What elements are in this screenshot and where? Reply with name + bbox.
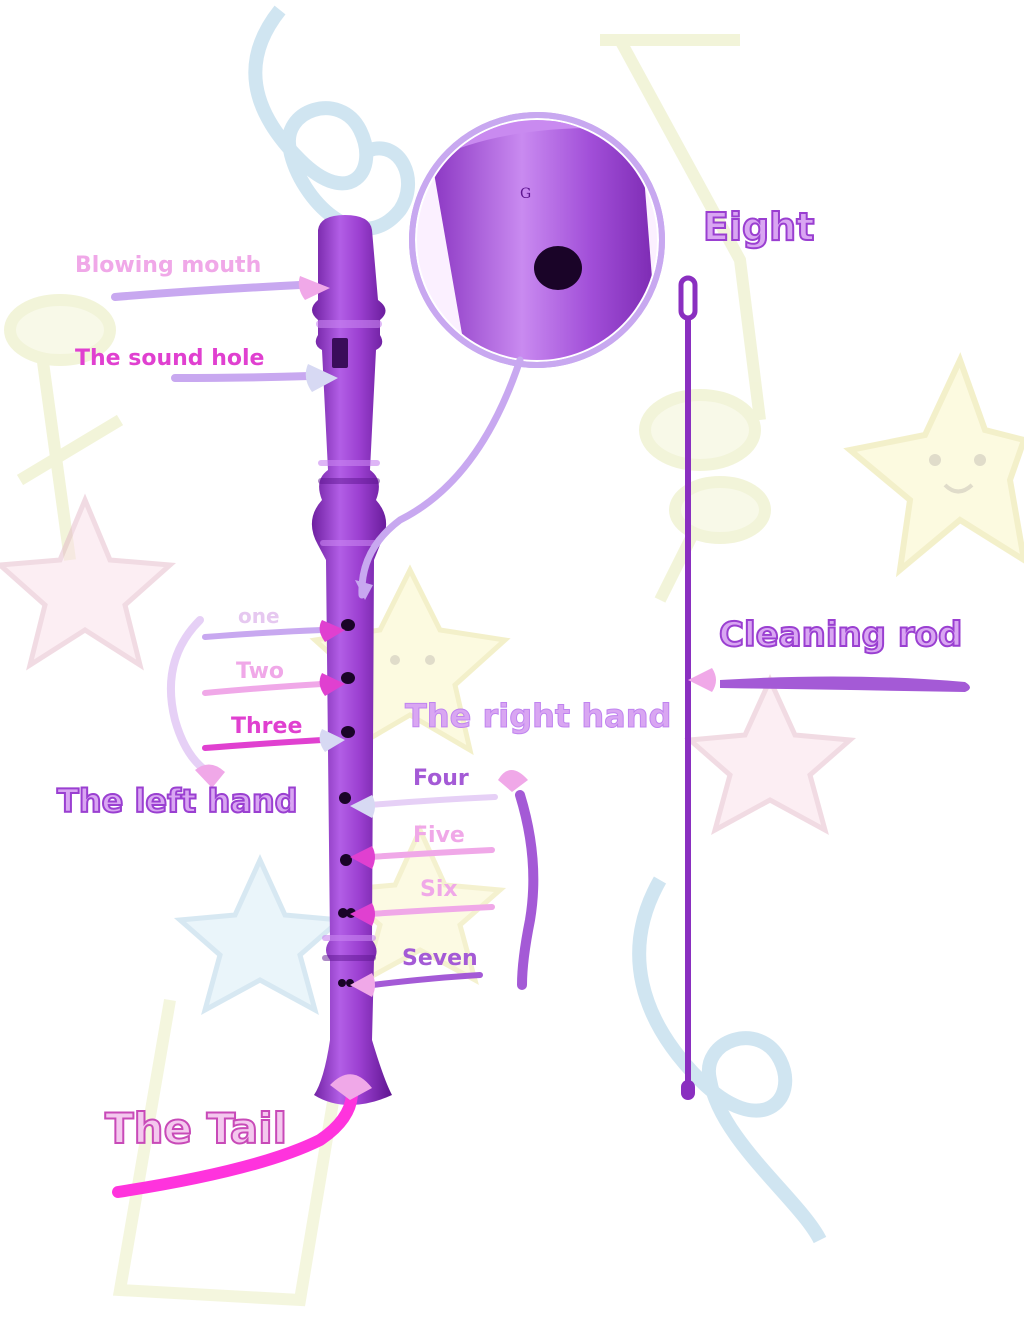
label-blowing-mouth: Blowing mouth: [75, 253, 262, 278]
label-sound-hole: The sound hole: [75, 346, 265, 371]
arrow-pointer-icon: [195, 764, 225, 788]
cleaning-rod: [678, 275, 698, 1100]
treble-clef-icon: [248, 5, 416, 236]
finger-hole-six: [338, 908, 348, 918]
star-icon: [683, 673, 857, 836]
label-six: Six: [420, 877, 458, 902]
arrow-pointer-icon: [350, 795, 375, 818]
arrow-pointer-icon: [298, 276, 330, 300]
finger-hole-three: [341, 726, 355, 738]
recorder: [311, 215, 392, 1105]
arrow-pointer-icon: [350, 846, 375, 869]
label-one: one: [238, 604, 280, 628]
arrow-pointer-icon: [498, 770, 528, 792]
finger-hole-four: [339, 792, 351, 804]
label-two: Two: [236, 659, 285, 684]
finger-hole-two: [341, 672, 355, 684]
label-five: Five: [413, 823, 465, 848]
arrow-pointer-icon: [330, 1074, 372, 1100]
arrow-pointer-icon: [319, 729, 345, 752]
arrow-pointer-icon: [350, 903, 375, 926]
label-tail: The Tail: [104, 1104, 288, 1153]
treble-clef-icon: [632, 876, 827, 1244]
music-note-icon: [600, 34, 766, 471]
music-note-icon: [654, 476, 771, 603]
label-cleaning-rod: Cleaning rod: [718, 615, 963, 655]
label-right-hand: The right hand: [404, 697, 672, 735]
finger-hole-seven: [338, 979, 346, 987]
label-eight: Eight: [702, 205, 815, 249]
star-icon: [173, 853, 347, 1016]
arrow-pointer-icon: [305, 364, 338, 392]
arrow-pointer-icon: [688, 668, 716, 692]
label-four: Four: [413, 766, 469, 791]
finger-hole-five: [340, 854, 352, 866]
label-seven: Seven: [402, 946, 478, 971]
arrow-pointer-icon: [350, 973, 375, 997]
magnifier-circle-icon: G: [355, 112, 665, 600]
label-three: Three: [231, 714, 303, 739]
finger-hole-one: [341, 619, 355, 631]
star-icon: [0, 493, 177, 671]
arrow-pointer-icon: [319, 673, 345, 696]
music-note-icon: [112, 998, 346, 1307]
star-face-icon: [843, 352, 1024, 578]
label-left-hand: The left hand: [56, 782, 299, 820]
arrow-pointer-icon: [319, 620, 345, 642]
music-note-icon: [4, 294, 124, 561]
hole-letter: G: [520, 186, 531, 202]
